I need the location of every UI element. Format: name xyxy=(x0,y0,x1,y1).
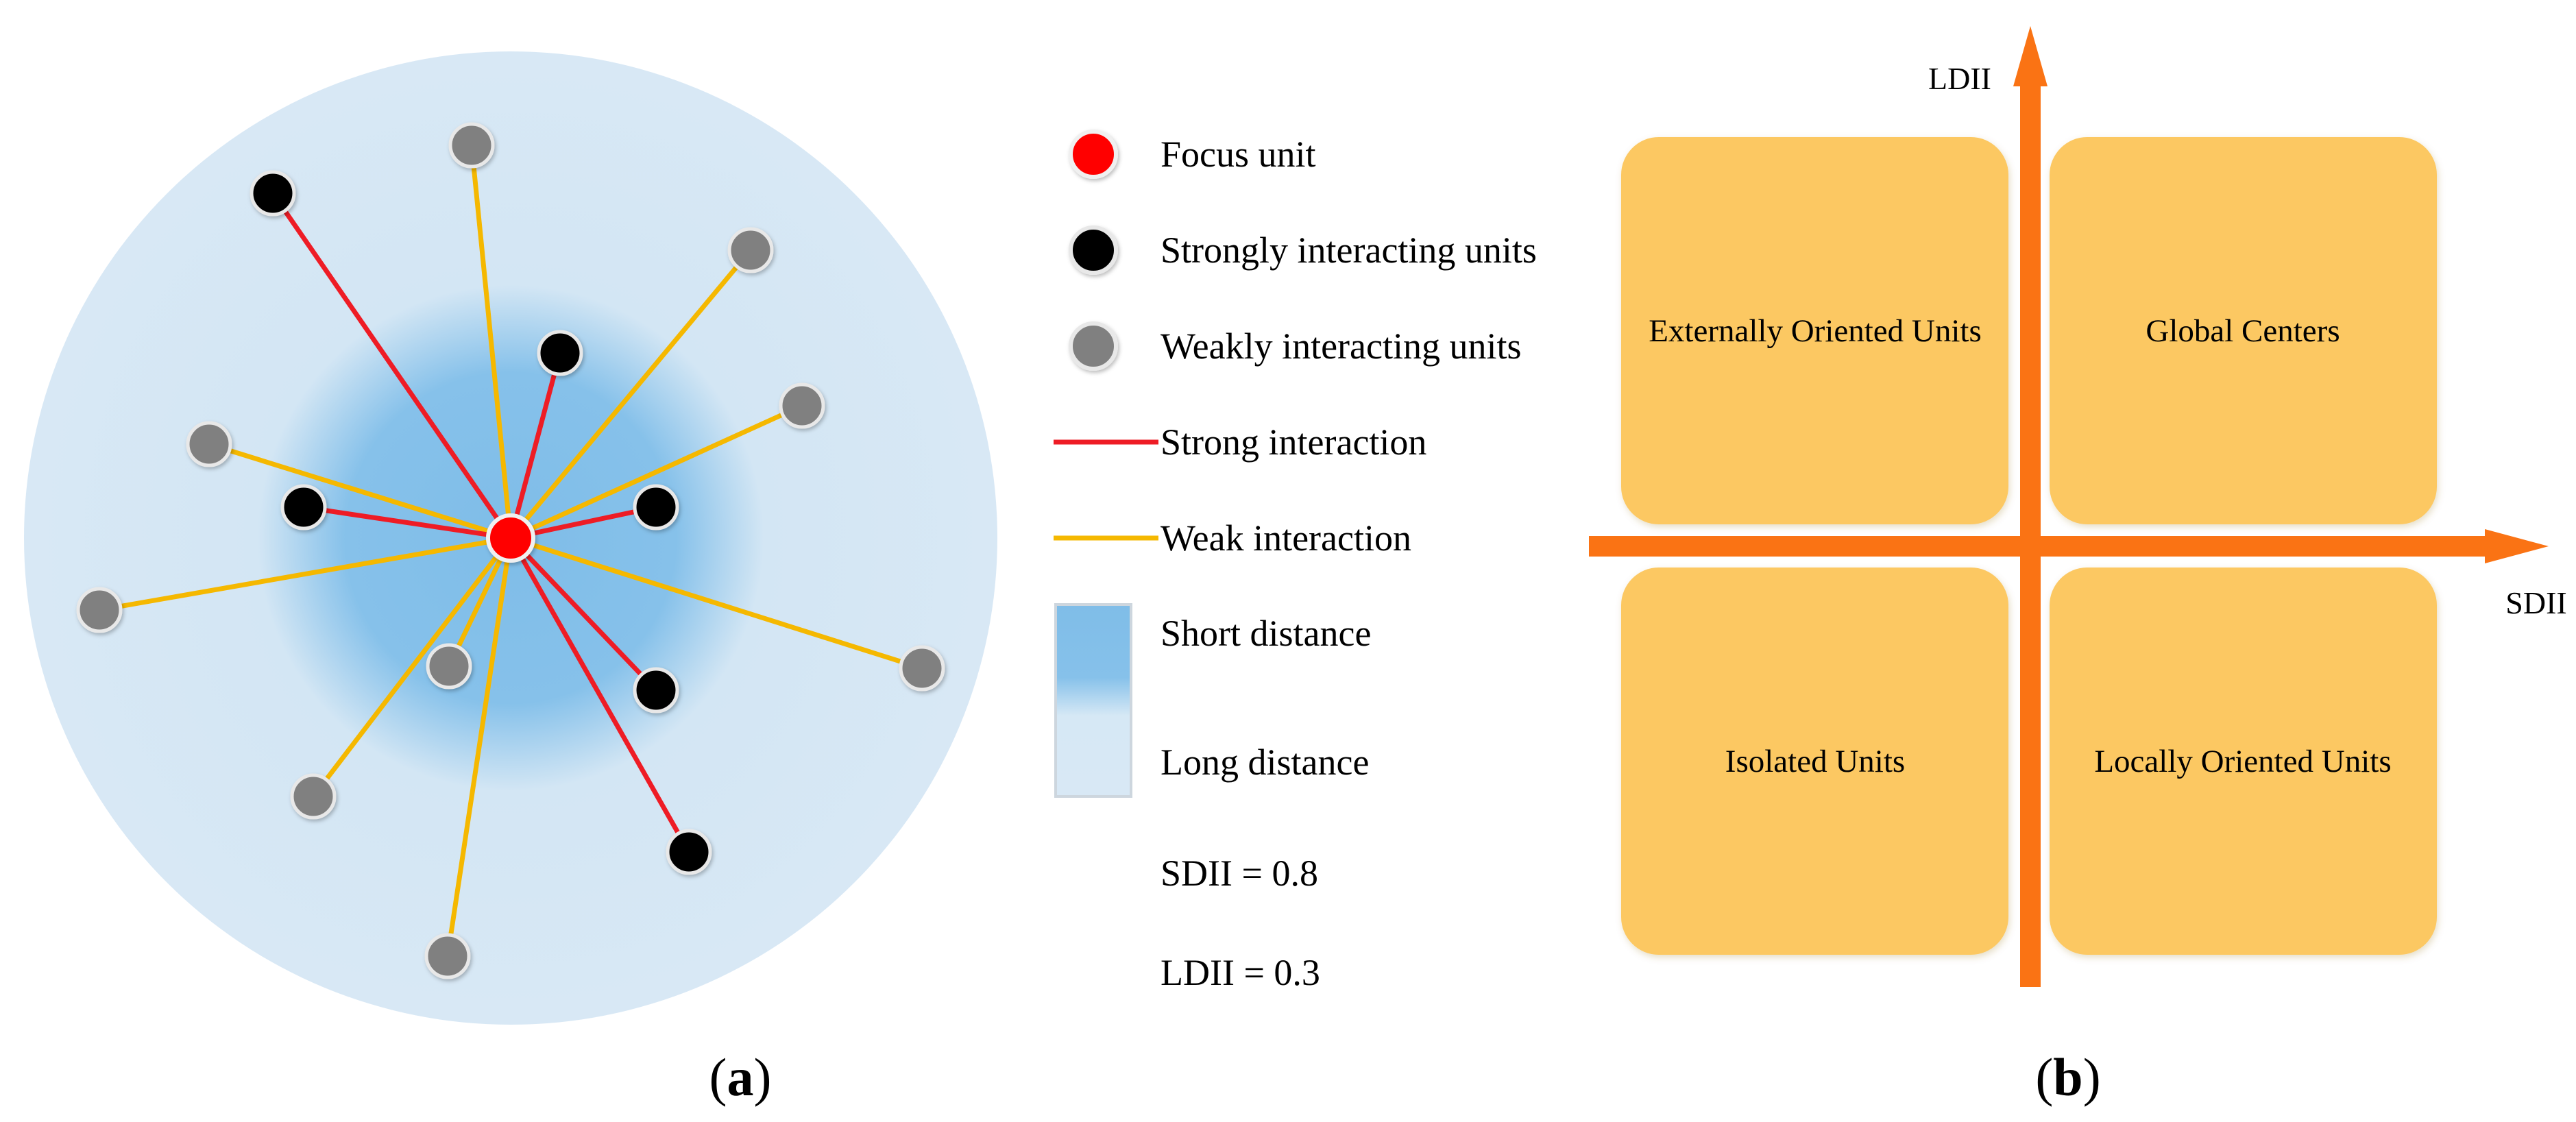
y-axis-label: LDII xyxy=(1928,61,1991,96)
weak-unit-node xyxy=(899,645,945,692)
weak-unit-node xyxy=(727,227,774,273)
weak-interaction-line xyxy=(445,537,513,957)
legend-strong-unit-marker xyxy=(1069,225,1118,275)
strong-interaction-line xyxy=(510,504,657,541)
strong-unit-node xyxy=(250,170,296,217)
weak-unit-node xyxy=(76,587,123,633)
legend-strong-unit-label: Strongly interacting units xyxy=(1161,230,1537,271)
interaction-lines xyxy=(99,145,923,957)
weak-unit-node xyxy=(779,382,825,429)
quadrant-top-right-label: Global Centers xyxy=(2146,313,2340,349)
sdii-value: SDII = 0.8 xyxy=(1161,853,1318,894)
legend-distance-swatch xyxy=(1054,603,1132,798)
weak-unit-node xyxy=(426,643,472,690)
strong-unit-node xyxy=(280,484,327,530)
panel-b: Externally Oriented Units Global Centers… xyxy=(1589,26,2567,1107)
strong-interaction-line xyxy=(271,192,513,539)
legend-short-distance-label: Short distance xyxy=(1161,613,1371,654)
legend-long-distance-label: Long distance xyxy=(1161,742,1369,783)
legend-focus-label: Focus unit xyxy=(1161,134,1316,175)
panel-b-caption: (b) xyxy=(2035,1047,2100,1107)
strong-interaction-line xyxy=(303,504,511,541)
weak-unit-node xyxy=(290,773,337,820)
quadrant-top-left-label: Externally Oriented Units xyxy=(1649,313,1982,349)
weak-interaction-line xyxy=(99,535,511,613)
weak-interaction-line xyxy=(469,145,513,539)
weak-units xyxy=(76,122,945,979)
weak-unit-node xyxy=(424,933,471,979)
strong-interaction-line xyxy=(508,352,563,539)
quadrant-top-right xyxy=(2050,137,2437,524)
quadrant-bottom-left xyxy=(1621,568,2008,955)
x-axis-arrowhead xyxy=(2485,529,2549,563)
quadrant-bottom-left-label: Isolated Units xyxy=(1725,744,1905,779)
panel-b-caption-text: (b) xyxy=(2035,1047,2100,1107)
y-axis-arrowhead xyxy=(2013,26,2048,86)
strong-unit-node xyxy=(633,484,679,530)
legend: Focus unit Strongly interacting units We… xyxy=(1054,130,1537,993)
quadrant-top-left xyxy=(1621,137,2008,524)
strong-unit-node xyxy=(633,667,679,714)
focus-unit-node xyxy=(486,513,535,563)
y-axis-shaft xyxy=(2020,81,2041,987)
legend-focus-marker xyxy=(1069,130,1118,179)
weak-interaction-line xyxy=(208,441,512,541)
weak-interaction-line xyxy=(311,536,513,798)
quadrant-bottom-right-label: Locally Oriented Units xyxy=(2094,744,2391,779)
legend-strong-line-label: Strong interaction xyxy=(1161,422,1426,463)
axes xyxy=(1589,26,2549,987)
weak-unit-node xyxy=(448,122,495,169)
x-axis-label: SDII xyxy=(2505,585,2566,620)
strong-units xyxy=(250,170,712,875)
strong-interaction-line xyxy=(508,537,692,853)
quadrant-bottom-right xyxy=(2050,568,2437,955)
strong-unit-node xyxy=(537,330,583,376)
legend-weak-unit-marker xyxy=(1069,321,1118,371)
legend-weak-line-label: Weak interaction xyxy=(1161,517,1411,559)
panel-a-caption-text: (a) xyxy=(709,1047,772,1107)
legend-weak-unit-label: Weakly interacting units xyxy=(1161,326,1522,367)
weak-interaction-line xyxy=(509,403,803,541)
panel-a-caption: (a) xyxy=(709,1047,772,1107)
weak-unit-node xyxy=(186,421,232,467)
strong-interaction-line xyxy=(509,536,658,692)
weak-interaction-line xyxy=(509,535,923,671)
strong-unit-node xyxy=(666,829,712,875)
panel-a: Focus unit Strongly interacting units We… xyxy=(24,51,1537,1107)
ldii-value: LDII = 0.3 xyxy=(1161,952,1320,993)
weak-interaction-line xyxy=(509,248,753,540)
